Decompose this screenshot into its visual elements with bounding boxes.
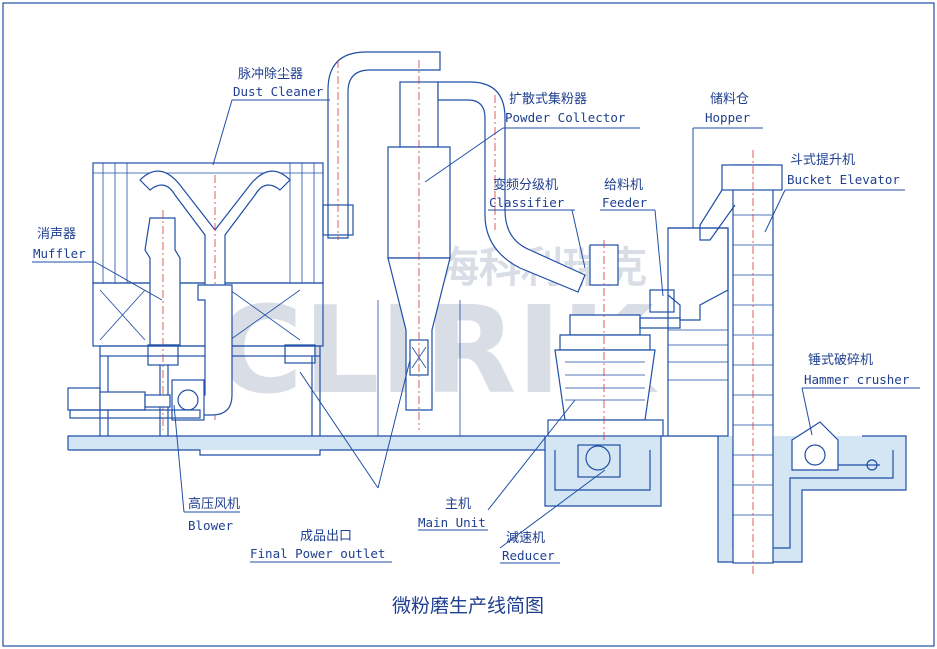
label-powder-collector: 扩散式集粉器 Powder Collector <box>505 91 626 125</box>
label-hopper: 储料仓 Hopper <box>705 92 751 125</box>
svg-text:储料仓: 储料仓 <box>710 92 749 107</box>
svg-text:斗式提升机: 斗式提升机 <box>790 152 855 168</box>
svg-text:脉冲除尘器: 脉冲除尘器 <box>238 67 303 82</box>
dust-cleaner-unit <box>92 162 324 436</box>
label-reducer: 減速机 Reducer <box>502 530 555 563</box>
main-duct <box>322 51 441 240</box>
svg-text:Hammer crusher: Hammer crusher <box>804 372 910 387</box>
main-unit <box>547 240 664 478</box>
svg-text:Blower: Blower <box>188 518 234 533</box>
svg-text:Main Unit: Main Unit <box>418 515 486 530</box>
bucket-elevator <box>699 150 783 575</box>
svg-text:Muffler: Muffler <box>33 246 86 261</box>
svg-text:扩散式集粉器: 扩散式集粉器 <box>509 91 587 107</box>
diagram-title: 微粉磨生产线简图 <box>392 595 544 617</box>
svg-text:Final Power outlet: Final Power outlet <box>250 546 385 561</box>
svg-text:成品出口: 成品出口 <box>300 529 352 544</box>
leader-lines <box>32 99 920 564</box>
blower <box>67 379 205 421</box>
svg-text:高压风机: 高压风机 <box>188 496 240 512</box>
svg-text:Classifier: Classifier <box>489 195 565 210</box>
label-bucket-elevator: 斗式提升机 Bucket Elevator <box>787 152 900 187</box>
label-dust-cleaner: 脉冲除尘器 Dust Cleaner <box>233 67 324 99</box>
label-classifier: 变频分级机 Classifier <box>489 177 565 210</box>
svg-text:Powder Collector: Powder Collector <box>505 110 626 125</box>
label-muffler: 消声器 Muffler <box>33 227 86 261</box>
label-feeder: 给料机 Feeder <box>602 178 648 210</box>
label-blower: 高压风机 Blower <box>188 496 240 533</box>
svg-text:变频分级机: 变频分级机 <box>493 177 558 193</box>
hammer-crusher <box>791 421 880 471</box>
feeder-hopper <box>639 227 729 437</box>
svg-text:Bucket Elevator: Bucket Elevator <box>787 172 900 187</box>
muffler <box>144 210 181 436</box>
svg-text:Hopper: Hopper <box>705 110 751 125</box>
svg-text:Reducer: Reducer <box>502 548 555 563</box>
label-final-outlet: 成品出口 Final Power outlet <box>250 529 385 561</box>
svg-text:锤式破碎机: 锤式破碎机 <box>808 353 873 368</box>
svg-text:減速机: 減速机 <box>506 530 545 546</box>
svg-text:Dust Cleaner: Dust Cleaner <box>233 84 324 99</box>
svg-text:主机: 主机 <box>445 497 471 512</box>
label-main-unit: 主机 Main Unit <box>418 497 486 530</box>
powder-collector <box>377 60 586 436</box>
label-hammer-crusher: 锤式破碎机 Hammer crusher <box>804 353 910 387</box>
svg-text:Feeder: Feeder <box>602 195 648 210</box>
svg-text:消声器: 消声器 <box>37 227 76 242</box>
svg-text:给料机: 给料机 <box>604 178 643 193</box>
